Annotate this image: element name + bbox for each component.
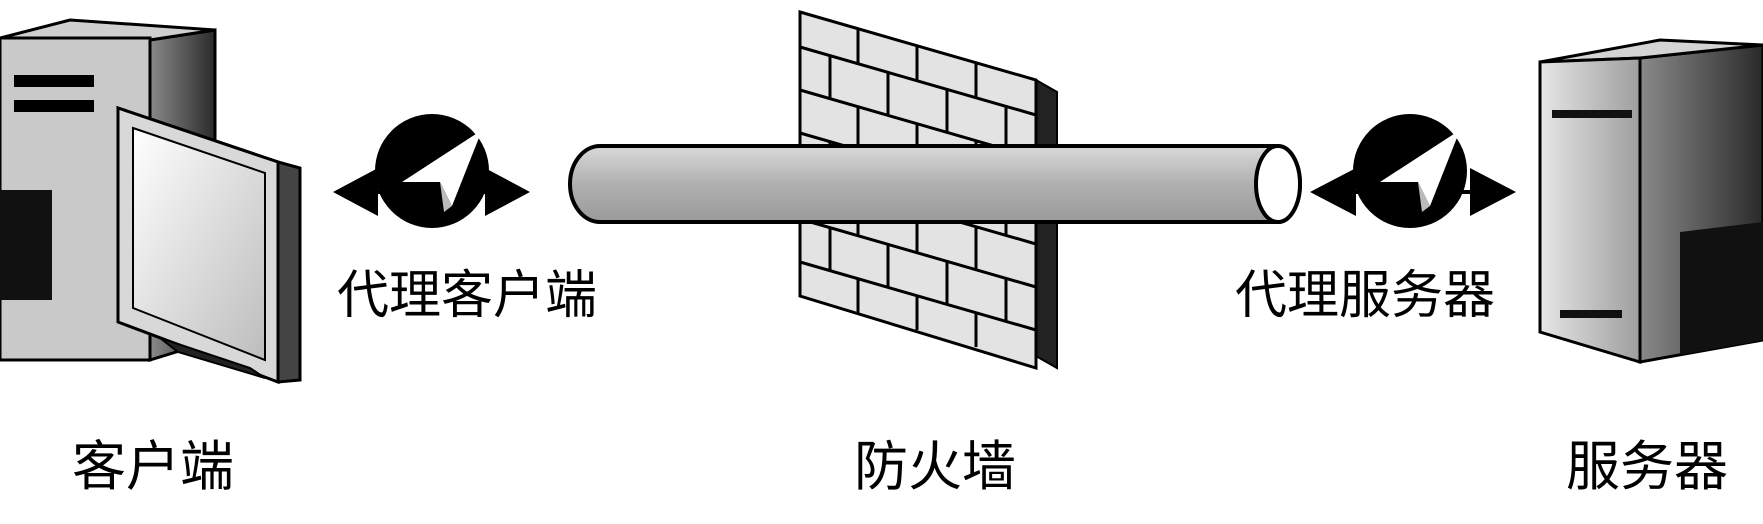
client-computer-icon	[0, 18, 302, 385]
proxy-server-icon	[1310, 114, 1516, 228]
server-tower-icon	[1538, 38, 1763, 365]
proxy-client-label: 代理客户端	[337, 266, 598, 326]
proxy-server-label: 代理服务器	[1235, 266, 1496, 326]
proxy-client-icon	[333, 114, 530, 228]
tunnel-pipe	[568, 144, 1302, 224]
server-label: 服务器	[1566, 435, 1728, 498]
client-label: 客户端	[72, 435, 234, 498]
firewall-label: 防火墙	[854, 435, 1016, 498]
